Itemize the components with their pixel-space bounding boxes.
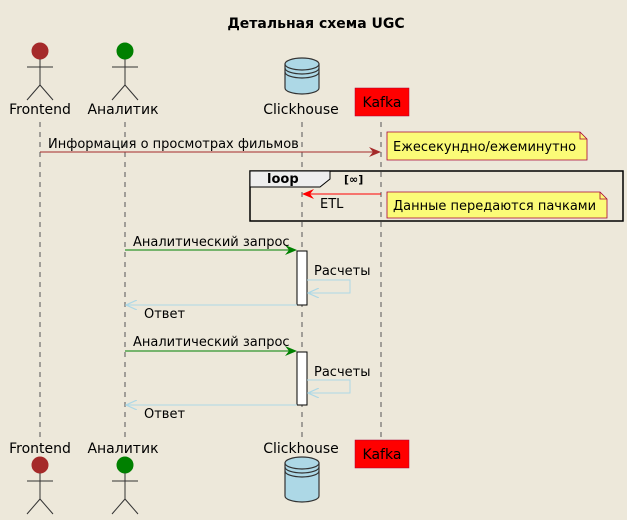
- note-text: Ежесекундно/ежеминутно: [393, 140, 576, 155]
- participant-label: Frontend: [9, 102, 71, 118]
- actor-icon: [26, 42, 54, 101]
- message-clickhouse-to-analyst: Ответ: [126, 405, 297, 422]
- participant-clickhouse-top[interactable]: Clickhouse: [263, 57, 339, 118]
- message-label: Аналитический запрос: [133, 235, 290, 250]
- message-label: Расчеты: [314, 365, 370, 380]
- loop-frame: loop [∞]: [249, 170, 624, 222]
- message-self-compute: Расчеты: [307, 264, 370, 293]
- actor-icon: [26, 456, 54, 515]
- participant-label: Frontend: [9, 441, 71, 457]
- participant-analyst-top[interactable]: Аналитик: [87, 42, 159, 118]
- participant-label: Kafka: [363, 447, 402, 463]
- message-label: Ответ: [144, 307, 185, 322]
- message-clickhouse-to-analyst: Ответ: [126, 305, 297, 322]
- message-analyst-to-clickhouse: Аналитический запрос: [125, 335, 297, 356]
- participant-label: Аналитик: [87, 102, 158, 118]
- participant-frontend-top[interactable]: Frontend: [9, 42, 71, 118]
- note-text: Данные передаются пачками: [393, 199, 596, 214]
- participant-label: Kafka: [363, 95, 402, 111]
- message-frontend-to-kafka: Информация о просмотрах фильмов: [40, 137, 381, 157]
- database-icon: [284, 57, 320, 95]
- participant-frontend-bottom[interactable]: Frontend: [9, 441, 71, 515]
- message-label: Аналитический запрос: [133, 335, 290, 350]
- message-label: Ответ: [144, 407, 185, 422]
- actor-icon: [111, 42, 139, 101]
- activation-bar: [296, 351, 308, 406]
- note-every-second: Ежесекундно/ежеминутно: [386, 131, 588, 161]
- note-batches: Данные передаются пачками: [386, 191, 608, 219]
- loop-keyword: loop: [267, 172, 299, 187]
- message-kafka-to-clickhouse: ETL: [302, 189, 381, 212]
- message-analyst-to-clickhouse: Аналитический запрос: [125, 235, 297, 255]
- actor-icon: [111, 456, 139, 515]
- diagram-title: Детальная схема UGC: [227, 16, 404, 32]
- participant-label: Clickhouse: [263, 102, 339, 118]
- participant-kafka-top[interactable]: Kafka: [354, 87, 410, 117]
- loop-condition: [∞]: [344, 173, 363, 186]
- activation-bar: [296, 250, 308, 306]
- message-label: Информация о просмотрах фильмов: [48, 137, 299, 152]
- participant-label: Аналитик: [87, 441, 158, 457]
- database-icon: [284, 456, 320, 503]
- message-label: Расчеты: [314, 264, 370, 279]
- lifelines: [39, 122, 382, 440]
- participant-clickhouse-bottom[interactable]: Clickhouse: [263, 441, 339, 503]
- participant-kafka-bottom[interactable]: Kafka: [354, 439, 410, 469]
- message-label: ETL: [320, 197, 344, 212]
- participant-analyst-bottom[interactable]: Аналитик: [87, 441, 159, 515]
- message-self-compute: Расчеты: [307, 365, 370, 393]
- participant-label: Clickhouse: [263, 441, 339, 457]
